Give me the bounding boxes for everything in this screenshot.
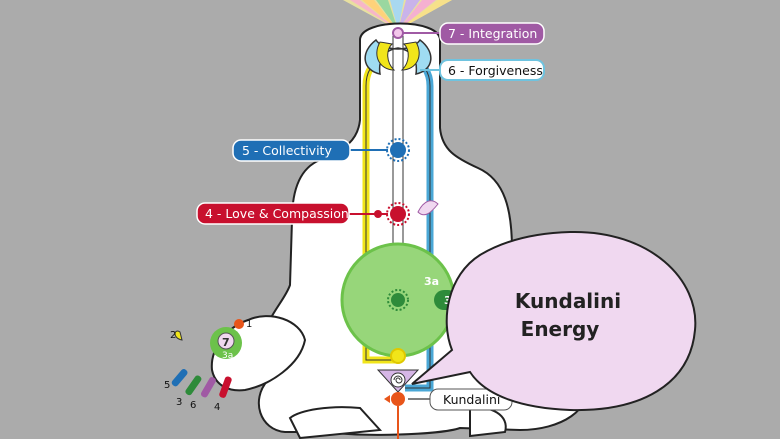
- nabhi-sub-label: 3a: [424, 275, 439, 288]
- vishuddhi-node: [386, 138, 410, 162]
- svg-text:Kundalini: Kundalini: [443, 392, 500, 407]
- svg-text:3: 3: [176, 397, 182, 408]
- svg-text:6: 6: [190, 400, 196, 411]
- label-integration: 7 - Integration: [439, 22, 545, 45]
- label-kundalini: Kundalini: [429, 388, 513, 411]
- swadishthan-node: [390, 348, 406, 364]
- callout-line-2: Energy: [521, 317, 600, 341]
- sahasrara-node: [392, 27, 404, 39]
- svg-text:7 - Integration: 7 - Integration: [448, 26, 537, 41]
- nabhi-node: [387, 289, 409, 311]
- crown-rainbow: [343, 0, 452, 30]
- label-love-compassion: 4 - Love & Compassion: [196, 202, 350, 225]
- svg-text:6 - Forgiveness: 6 - Forgiveness: [448, 63, 543, 78]
- svg-text:7: 7: [222, 336, 230, 349]
- svg-text:4: 4: [214, 402, 220, 413]
- kundalini-spiral: [376, 369, 420, 393]
- kundalini-energy-callout: Kundalini Energy: [411, 230, 697, 412]
- label-forgiveness: 6 - Forgiveness: [439, 59, 545, 81]
- agnya-shape: [364, 38, 432, 75]
- svg-text:2: 2: [170, 330, 176, 341]
- hand-diagram: 7 3a 1 2 3 4 5 6: [164, 319, 252, 413]
- svg-text:4 - Love & Compassion: 4 - Love & Compassion: [205, 206, 349, 221]
- svg-text:3: 3: [444, 294, 452, 307]
- callout-line-1: Kundalini: [515, 289, 621, 313]
- svg-text:3a: 3a: [222, 351, 233, 361]
- svg-text:5: 5: [164, 380, 170, 391]
- svg-text:1: 1: [246, 319, 252, 330]
- svg-text:5 - Collectivity: 5 - Collectivity: [242, 143, 332, 158]
- mooladhara-node: [384, 392, 405, 439]
- label-collectivity: 5 - Collectivity: [232, 139, 351, 162]
- heart-node: [386, 200, 439, 226]
